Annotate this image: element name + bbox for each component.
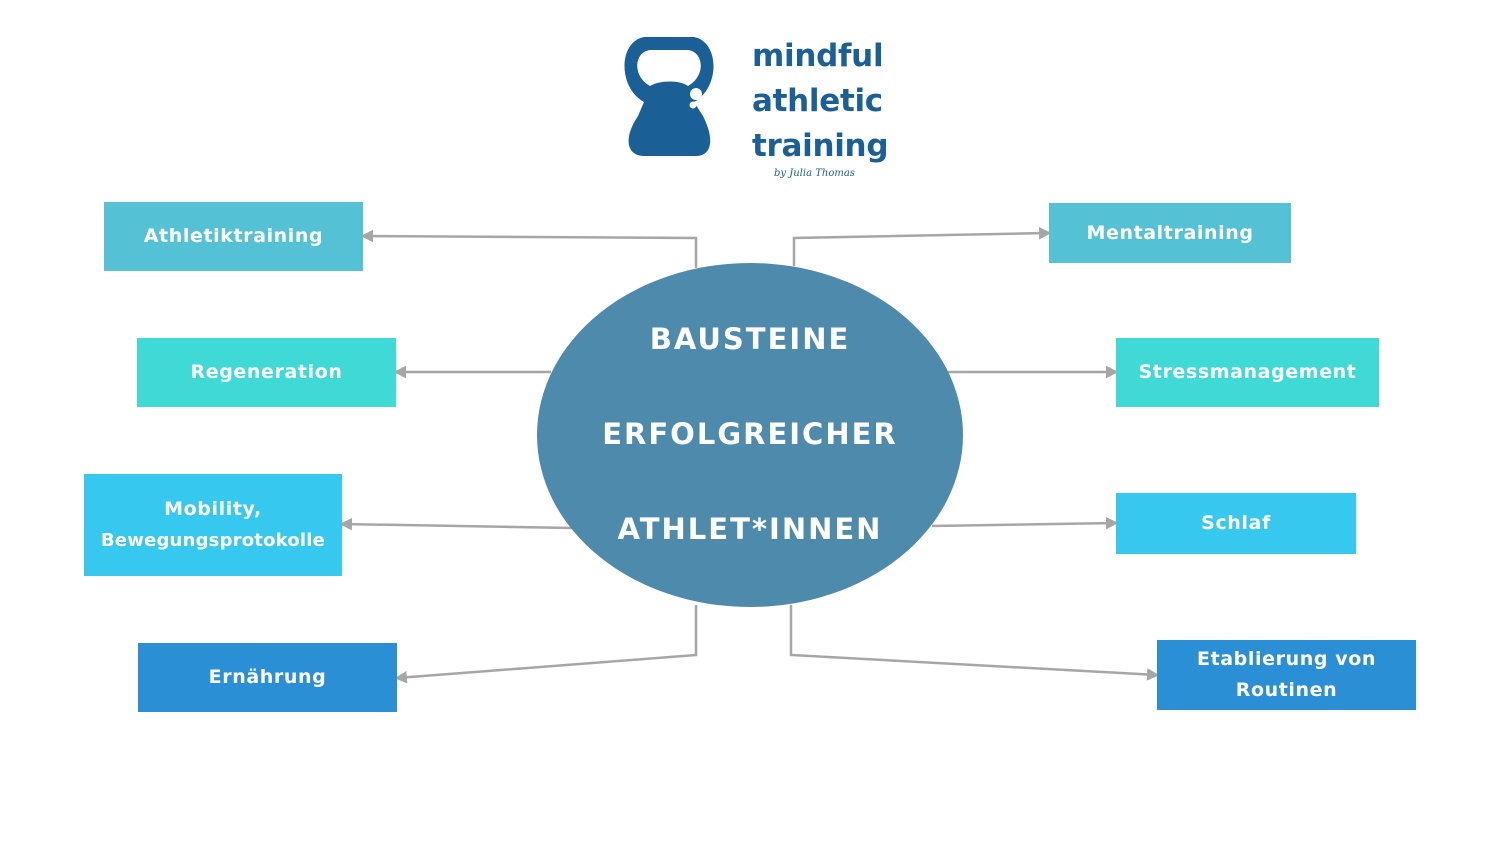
connector-athletiktraining [360, 229, 698, 268]
node-ernaehrung: Ernährung [138, 643, 397, 712]
node-mentaltraining: Mentaltraining [1049, 203, 1291, 263]
logo-line-1: mindful [752, 38, 884, 74]
connector-mentaltraining [792, 226, 1052, 266]
node-routinen: Etablierung von Routinen [1157, 640, 1416, 710]
center-title-line-3: ATHLET*INNEN [617, 512, 883, 546]
node-schlaf: Schlaf [1116, 493, 1356, 554]
node-stressmanagement: Stressmanagement [1116, 338, 1379, 407]
connector-schlaf [931, 516, 1119, 530]
kettlebell-icon [624, 37, 714, 156]
logo-wordmark: mindful athletic training [752, 34, 889, 169]
center-title-line-2: ERFOLGREICHER [602, 417, 898, 451]
connector-routinen [789, 605, 1160, 681]
brand-logo: mindful athletic training by Julia Thoma… [620, 34, 890, 184]
node-routinen-label-line-2: Routinen [1235, 679, 1338, 701]
node-ernaehrung-label: Ernährung [208, 666, 327, 688]
logo-line-3: training [752, 128, 889, 164]
node-mentaltraining-label: Mentaltraining [1086, 221, 1254, 244]
connector-mobility [339, 517, 573, 531]
node-mobility: Mobility, Bewegungsprotokolle [84, 474, 342, 576]
node-regeneration-label: Regeneration [190, 361, 343, 383]
node-mobility-label-line-2: Bewegungsprotokolle [100, 530, 326, 551]
center-title-line-1: BAUSTEINE [649, 322, 851, 356]
node-schlaf-label: Schlaf [1201, 512, 1271, 534]
node-athletiktraining-label: Athletiktraining [143, 225, 324, 247]
node-regeneration: Regeneration [137, 338, 396, 407]
node-mobility-label-line-1: Mobility, [164, 498, 262, 520]
center-hub [537, 263, 963, 607]
node-routinen-label-line-1: Etablierung von [1197, 648, 1376, 670]
node-stressmanagement-label: Stressmanagement [1138, 361, 1357, 383]
connector-ernaehrung [394, 605, 698, 684]
logo-line-2: athletic [752, 83, 883, 119]
logo-byline: by Julia Thomas [774, 168, 855, 179]
node-athletiktraining: Athletiktraining [104, 202, 363, 271]
